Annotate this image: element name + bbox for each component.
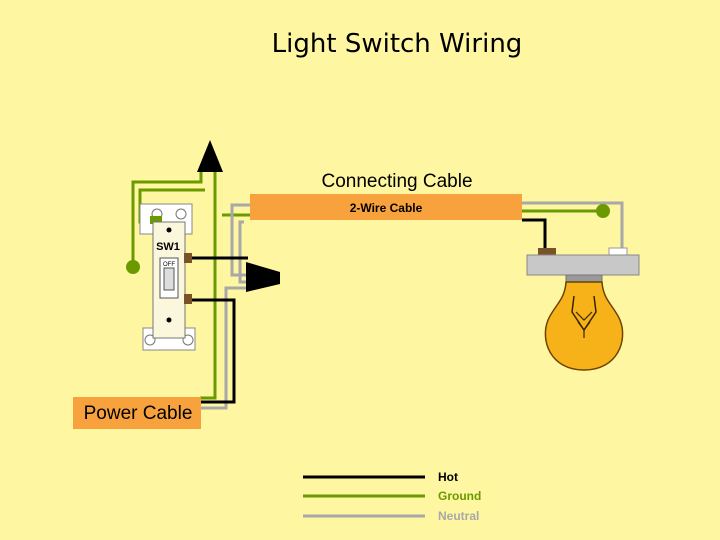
diagram-title: Light Switch Wiring [272, 29, 523, 59]
switch-terminal-bottom [184, 294, 192, 304]
legend-hot-label: Hot [438, 470, 458, 484]
fixture-hot-terminal [538, 248, 556, 256]
two-wire-cable-label: 2-Wire Cable [350, 201, 423, 215]
switch-terminal-top [184, 253, 192, 263]
connecting-cable-jacket [250, 194, 522, 220]
switch-ground-screw-icon [126, 260, 140, 274]
neutral-wire-nut-icon [246, 262, 280, 292]
light-switch [139, 203, 196, 351]
light-fixture [526, 247, 640, 283]
legend-neutral-label: Neutral [438, 509, 479, 523]
power-cable-label: Power Cable [84, 403, 193, 424]
ground-wire-nut-icon [197, 140, 223, 172]
power-cable-jacket [73, 397, 201, 429]
legend-ground-label: Ground [438, 489, 481, 503]
fixture-ground-screw-icon [596, 204, 610, 218]
legend: Hot Ground Neutral [303, 470, 481, 523]
switch-state-label: OFF [163, 262, 175, 268]
connecting-cable-label: Connecting Cable [321, 171, 472, 192]
hot-wires [190, 218, 547, 404]
light-bulb-icon [544, 281, 624, 371]
neutral-wires [200, 201, 624, 410]
switch-id-label: SW1 [156, 241, 180, 253]
